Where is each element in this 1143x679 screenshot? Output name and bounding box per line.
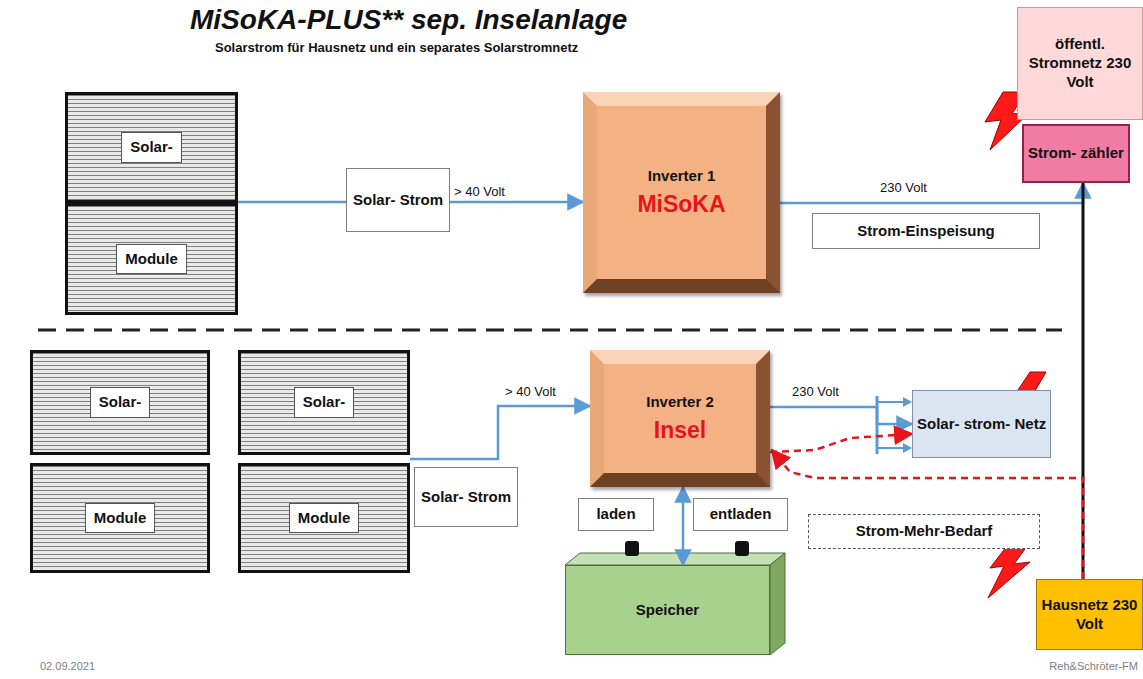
edge-label: > 40 Volt — [452, 184, 507, 199]
edge-label: 230 Volt — [790, 384, 841, 399]
edge-label: > 40 Volt — [503, 384, 558, 399]
node-label: Solar- — [90, 387, 151, 418]
power-connector — [1082, 183, 1085, 579]
solar-module: Module — [65, 203, 238, 315]
inverter-box: Inverter 1 MiSoKA — [583, 92, 780, 293]
battery-terminal — [735, 541, 749, 556]
node-label: Strom-Mehr-Bedarf — [856, 522, 993, 541]
solar-module: Solar- — [238, 350, 410, 455]
battery-terminal — [625, 541, 639, 556]
text-box: Strom-Mehr-Bedarf — [808, 514, 1040, 549]
text-box: entladen — [693, 498, 788, 531]
node-label: Module — [85, 503, 156, 534]
node-label: Solar- — [121, 132, 182, 163]
node-label: Hausnetz 230 Volt — [1041, 596, 1138, 634]
title: MiSoKA-PLUS** sep. Inselanlage — [190, 4, 627, 36]
node-sublabel: Insel — [654, 416, 706, 445]
node-label: laden — [596, 505, 635, 524]
grid-box: öffentl. Stromnetz 230 Volt — [1017, 7, 1143, 120]
node-label: öffentl. Stromnetz 230 Volt — [1022, 35, 1138, 91]
solar-module: Solar- — [65, 92, 238, 203]
distribution-arrow — [877, 447, 906, 449]
footer-note: 02.09.2021 — [40, 660, 95, 672]
meter-box: Strom- zähler — [1022, 124, 1130, 183]
text-box: Solar- Strom — [414, 467, 518, 527]
inverter-box: Inverter 2 Insel — [590, 350, 770, 487]
lightning-bolt — [988, 542, 1030, 598]
text-box: Solar- Strom — [346, 168, 450, 232]
battery-side — [770, 553, 785, 655]
node-sublabel: MiSoKA — [637, 190, 725, 219]
subtitle: Solarstrom für Hausnetz und ein separate… — [215, 40, 578, 55]
edge-label: 230 Volt — [878, 180, 929, 195]
node-label: Solar- strom- Netz — [917, 415, 1046, 434]
demand-connector — [770, 434, 912, 452]
power-connector — [770, 407, 912, 424]
distribution-arrow — [877, 401, 906, 403]
node-label: entladen — [710, 505, 772, 524]
node-label: Strom- zähler — [1028, 144, 1124, 163]
text-box: Strom-Einspeisung — [812, 213, 1040, 249]
arrow-head — [903, 397, 912, 407]
solar-grid-box: Solar- strom- Netz — [912, 390, 1051, 458]
battery-top — [565, 553, 785, 565]
node-label: Strom-Einspeisung — [857, 222, 995, 241]
power-connector — [410, 406, 590, 459]
node-label: Solar- — [294, 387, 355, 418]
power-connector — [682, 487, 685, 565]
demand-connector — [772, 450, 1083, 579]
node-label: Module — [116, 244, 187, 275]
node-label: Module — [289, 503, 360, 534]
text-box: laden — [578, 498, 654, 531]
node-label: Solar- Strom — [421, 488, 511, 507]
node-label: Speicher — [636, 601, 699, 620]
node-label: Inverter 2 — [646, 393, 714, 412]
solar-module: Module — [30, 463, 210, 573]
arrow-head — [903, 443, 912, 453]
solar-module: Module — [238, 463, 410, 573]
separator-line — [38, 329, 1062, 332]
house-grid-box: Hausnetz 230 Volt — [1036, 579, 1143, 650]
node-label: Solar- Strom — [353, 191, 443, 210]
battery-box: Speicher — [565, 565, 770, 655]
node-label: Inverter 1 — [648, 167, 716, 186]
power-connector — [780, 183, 1083, 203]
solar-module: Solar- — [30, 350, 210, 455]
footer-note: Reh&Schröter-FM — [1049, 660, 1138, 672]
